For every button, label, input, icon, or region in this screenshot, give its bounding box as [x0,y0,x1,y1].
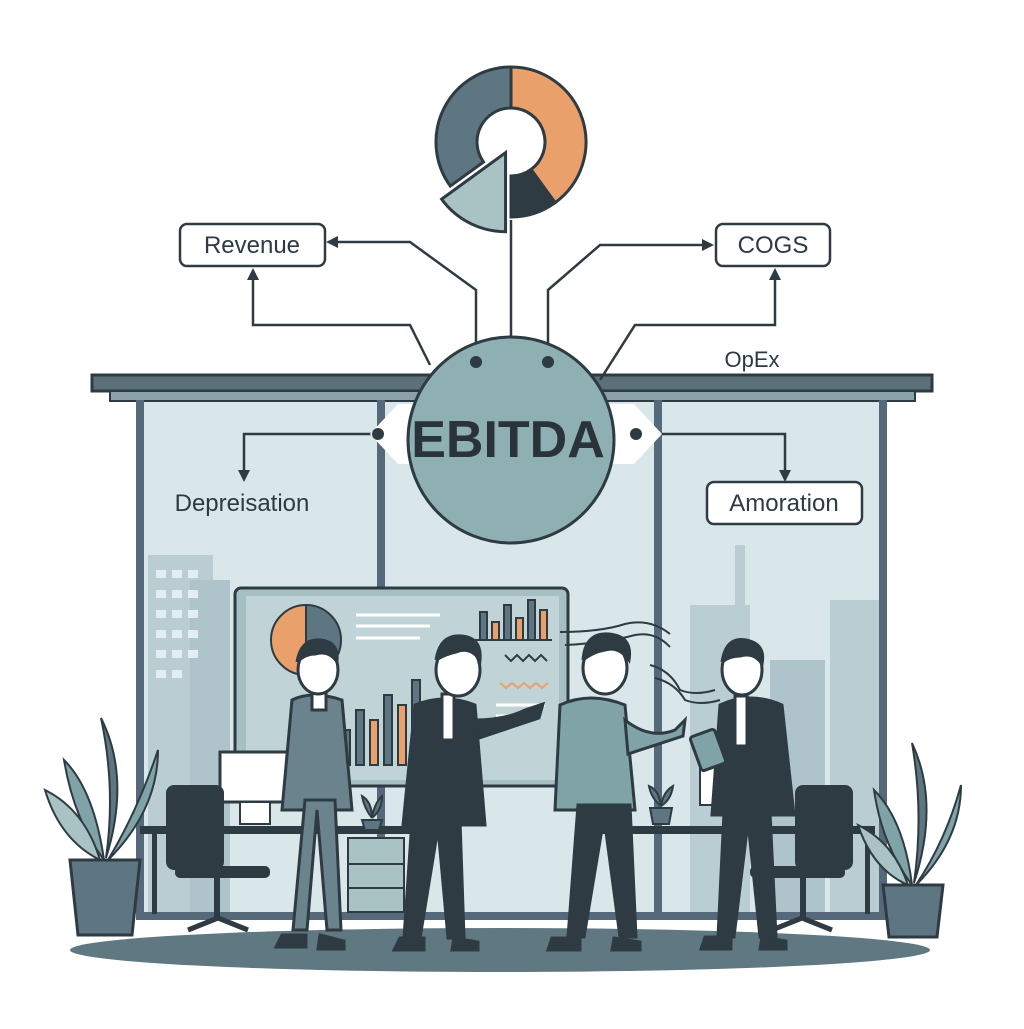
person-4 [688,637,796,951]
connector-cogs-up [598,278,777,381]
connector-cogs [546,243,706,360]
amortization-node: Amoration [705,480,864,526]
connector-revenue [334,240,478,360]
desk-plant-right [647,784,675,825]
connectors [242,220,787,475]
connector-amortization [636,432,787,475]
board-text-lines [356,613,440,640]
plant-right [856,742,962,939]
desk-left [140,750,410,914]
revenue-node: Revenue [178,222,327,268]
ebitda-node: EBITDA [370,335,662,545]
arrow-revenue-up [247,268,259,280]
cogs-box [714,222,832,268]
floor-rail [136,912,887,920]
plant-left [43,717,159,937]
ebitda-circle [406,335,616,545]
person-2 [391,634,546,952]
amortization-label: Amoration [729,490,838,517]
pie-slice-orange [509,65,588,205]
tablet [688,727,728,773]
arrow-depreciation [238,470,250,482]
board-bar-chart-top [474,599,552,641]
connector-depreciation [242,432,378,475]
person-3 [545,632,688,952]
pie-slice-dark [509,167,558,219]
arrowheads [238,236,791,482]
cogs-label: COGS [738,232,809,259]
cogs-node: COGS [714,222,832,268]
arrow-revenue [326,236,338,248]
chair-right [750,785,853,933]
chair-left [166,785,270,933]
amortization-box [705,480,864,526]
person-1 [273,638,354,951]
mullion-b [654,400,662,918]
desk-plant-left [360,793,384,831]
ebitda-dot-top-right [542,356,554,368]
pie-slice-slate [434,65,513,189]
floor-shadow [70,928,930,972]
revenue-label: Revenue [204,232,300,259]
arrow-cogs-up [769,268,781,280]
signal-lines [559,621,721,704]
arrow-cogs [702,239,714,251]
pie-chart [434,65,588,234]
ebitda-dot-left [372,428,384,440]
mullion-right [879,400,887,918]
pie-slice-teal [439,149,508,234]
ebitda-dot-top-left [470,356,482,368]
depreciation-label: Depreisation [175,490,310,517]
revenue-box [178,222,327,268]
opex-label: OpEx [724,347,779,372]
ebitda-label: EBITDA [411,411,605,469]
building-windows [156,570,198,678]
connector-revenue-up [251,278,432,366]
mullion-left [136,400,144,918]
ebitda-dot-right [630,428,642,440]
arrow-amortization [779,470,791,482]
